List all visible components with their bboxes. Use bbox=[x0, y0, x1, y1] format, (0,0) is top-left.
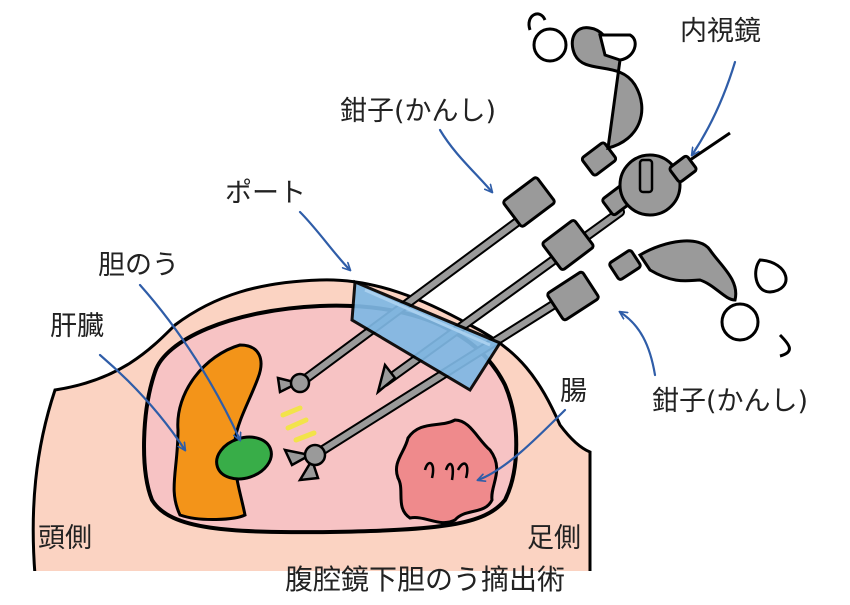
label-liver: 肝臓 bbox=[50, 313, 104, 340]
label-forceps-right: 鉗子(かんし) bbox=[652, 388, 808, 415]
label-endoscope: 内視鏡 bbox=[680, 18, 761, 45]
caption: 腹腔鏡下胆のう摘出術 bbox=[0, 566, 850, 594]
label-gallbladder: 胆のう bbox=[98, 252, 179, 279]
arrow-endoscope bbox=[692, 62, 735, 155]
label-foot-side: 足側 bbox=[527, 525, 581, 552]
arrow-port bbox=[300, 212, 350, 270]
label-head-side: 頭側 bbox=[38, 525, 92, 552]
arrow-forceps-top bbox=[440, 130, 492, 192]
label-port: ポート bbox=[225, 180, 306, 207]
label-intestine: 腸 bbox=[560, 378, 587, 405]
label-forceps-top: 鉗子(かんし) bbox=[340, 98, 496, 125]
arrow-forceps-right bbox=[620, 312, 655, 375]
